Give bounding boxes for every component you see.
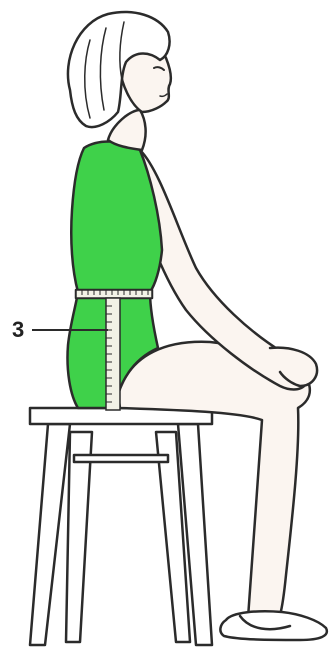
shoe [220, 611, 326, 640]
head [68, 12, 171, 150]
stool-leg-front-left [30, 424, 70, 645]
stool-crossbar [74, 455, 168, 462]
stool [30, 408, 212, 645]
tape-horizontal [76, 290, 152, 298]
measurement-label: 3 [12, 317, 24, 343]
stool-leg-back-left [66, 432, 92, 642]
